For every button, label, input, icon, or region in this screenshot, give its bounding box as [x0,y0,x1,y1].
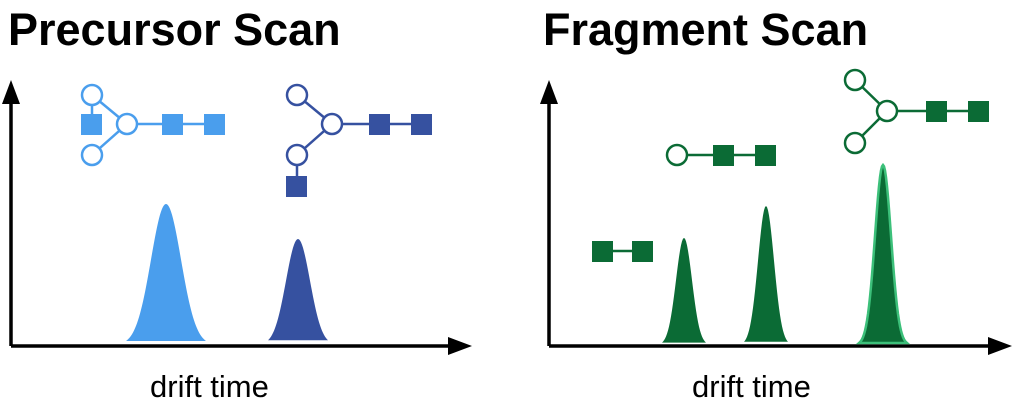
precursor-x-axis-label: drift time [150,369,269,404]
square-node [81,114,102,135]
fragment-y-arrowhead [540,80,558,104]
circle-node [843,131,867,155]
precursor-peak-1 [126,204,206,341]
precursor-x-arrowhead [448,337,472,355]
fragment-glycan-1-icon [592,241,653,262]
circle-node [665,143,689,167]
circle-node [80,83,104,107]
circle-node [80,143,104,167]
square-node [926,101,947,122]
square-node [713,145,734,166]
precursor-peak-2 [268,239,328,341]
circle-node [285,143,309,167]
precursor-axes [2,80,472,355]
precursor-y-arrowhead [2,80,20,104]
square-node [968,101,989,122]
fragment-scan-title: Fragment Scan [543,4,869,55]
fragment-x-axis-label: drift time [692,369,811,404]
precursor-scan-title: Precursor Scan [8,4,341,55]
circle-node [285,83,309,107]
square-node [755,145,776,166]
circle-node [115,112,139,136]
square-node [632,241,653,262]
fragment-peak-1 [662,238,706,343]
fragment-peak-3 [855,162,911,345]
fragment-peak-2 [744,206,788,342]
square-node [592,241,613,262]
square-node [286,176,307,197]
circle-node [843,68,867,92]
fragment-x-arrowhead [988,337,1012,355]
square-node [411,114,432,135]
precursor-glycan-2-icon [285,83,432,197]
square-node [204,114,225,135]
square-node [369,114,390,135]
square-node [162,114,183,135]
circle-node [875,99,899,123]
precursor-glycan-1-icon [80,83,225,167]
fragment-glycan-2-icon [665,143,776,167]
fragment-axes [540,80,1012,355]
circle-node [320,112,344,136]
fragment-glycan-3-icon [843,68,989,155]
